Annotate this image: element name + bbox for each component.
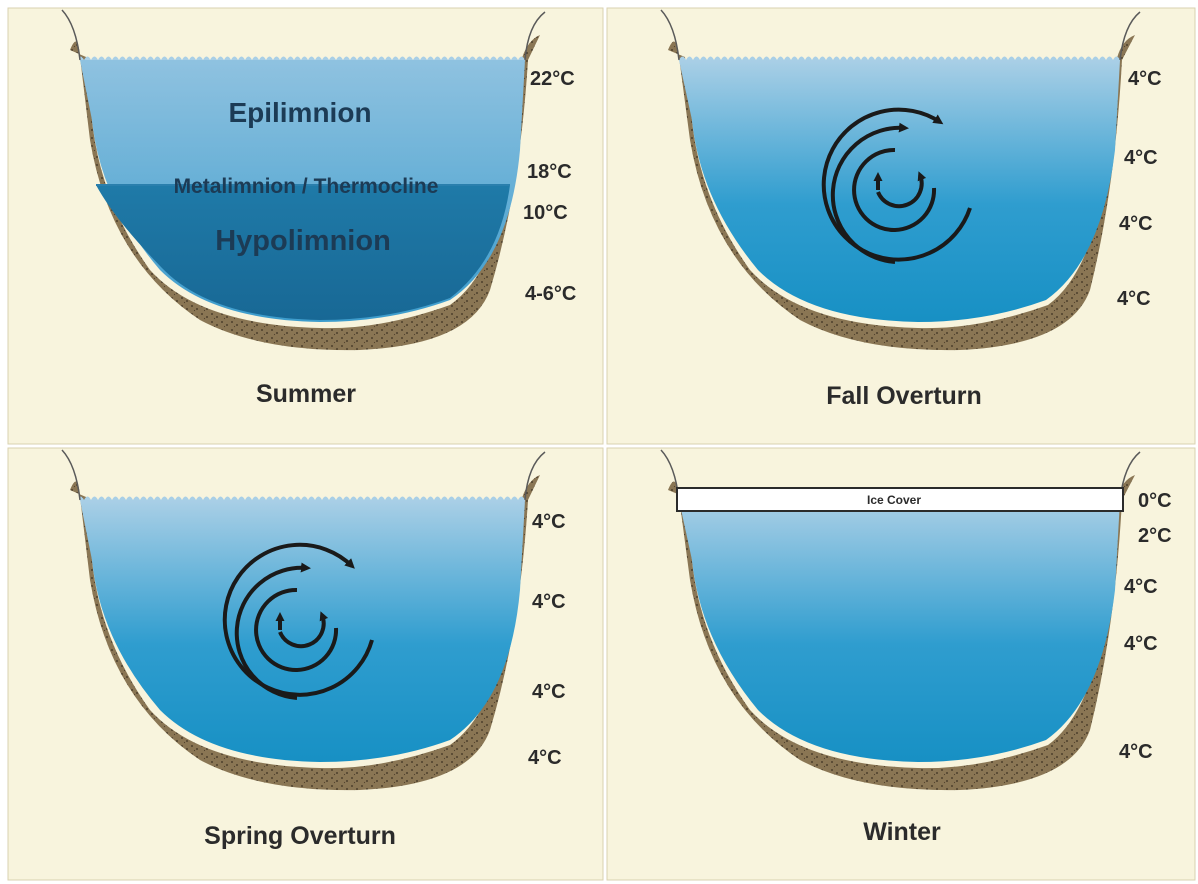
circulation-arrows-icon xyxy=(222,542,374,700)
temp-label: 4°C xyxy=(1119,213,1153,235)
ice-cover xyxy=(676,487,1124,512)
temp-label: 4-6°C xyxy=(525,283,576,305)
temp-label: 4°C xyxy=(1124,633,1158,655)
hypolimnion-water xyxy=(96,185,510,320)
temp-label: 0°C xyxy=(1138,490,1172,512)
temp-label: 4°C xyxy=(1128,68,1162,90)
lake-water xyxy=(679,500,1120,762)
panel-caption: Spring Overturn xyxy=(204,822,396,850)
ice-cover-label: Ice Cover xyxy=(867,493,921,507)
metalimnion-label: Metalimnion / Thermocline xyxy=(174,175,439,198)
temp-label: 22°C xyxy=(530,68,575,90)
temp-label: 4°C xyxy=(532,681,566,703)
panel-caption: Summer xyxy=(256,380,356,408)
temp-label: 4°C xyxy=(532,591,566,613)
panel-caption: Fall Overturn xyxy=(826,382,982,410)
water-surface-waves xyxy=(80,490,525,500)
temp-label: 2°C xyxy=(1138,525,1172,547)
temp-label: 4°C xyxy=(528,747,562,769)
epilimnion-label: Epilimnion xyxy=(228,97,371,128)
water-surface-waves xyxy=(679,50,1120,60)
hypolimnion-label: Hypolimnion xyxy=(215,225,391,257)
water-surface-waves xyxy=(80,50,525,60)
lake-water xyxy=(80,500,525,762)
temp-label: 4°C xyxy=(1124,147,1158,169)
temp-label: 4°C xyxy=(1119,741,1153,763)
panel-summer: Epilimnion Metalimnion / Thermocline Hyp… xyxy=(7,7,604,445)
panel-spring-overturn: 4°C 4°C 4°C 4°C Spring Overturn xyxy=(7,447,604,881)
panel-caption: Winter xyxy=(863,818,941,846)
temp-label: 10°C xyxy=(523,202,568,224)
temp-label: 4°C xyxy=(532,511,566,533)
temp-label: 18°C xyxy=(527,161,572,183)
lake-water xyxy=(679,60,1120,322)
temp-label: 4°C xyxy=(1117,288,1151,310)
panel-winter: Ice Cover 0°C 2°C 4°C 4°C 4°C Winter xyxy=(606,447,1196,881)
panel-fall-overturn: 4°C 4°C 4°C 4°C Fall Overturn xyxy=(606,7,1196,445)
temp-label: 4°C xyxy=(1124,576,1158,598)
circulation-arrows-icon xyxy=(821,107,972,264)
